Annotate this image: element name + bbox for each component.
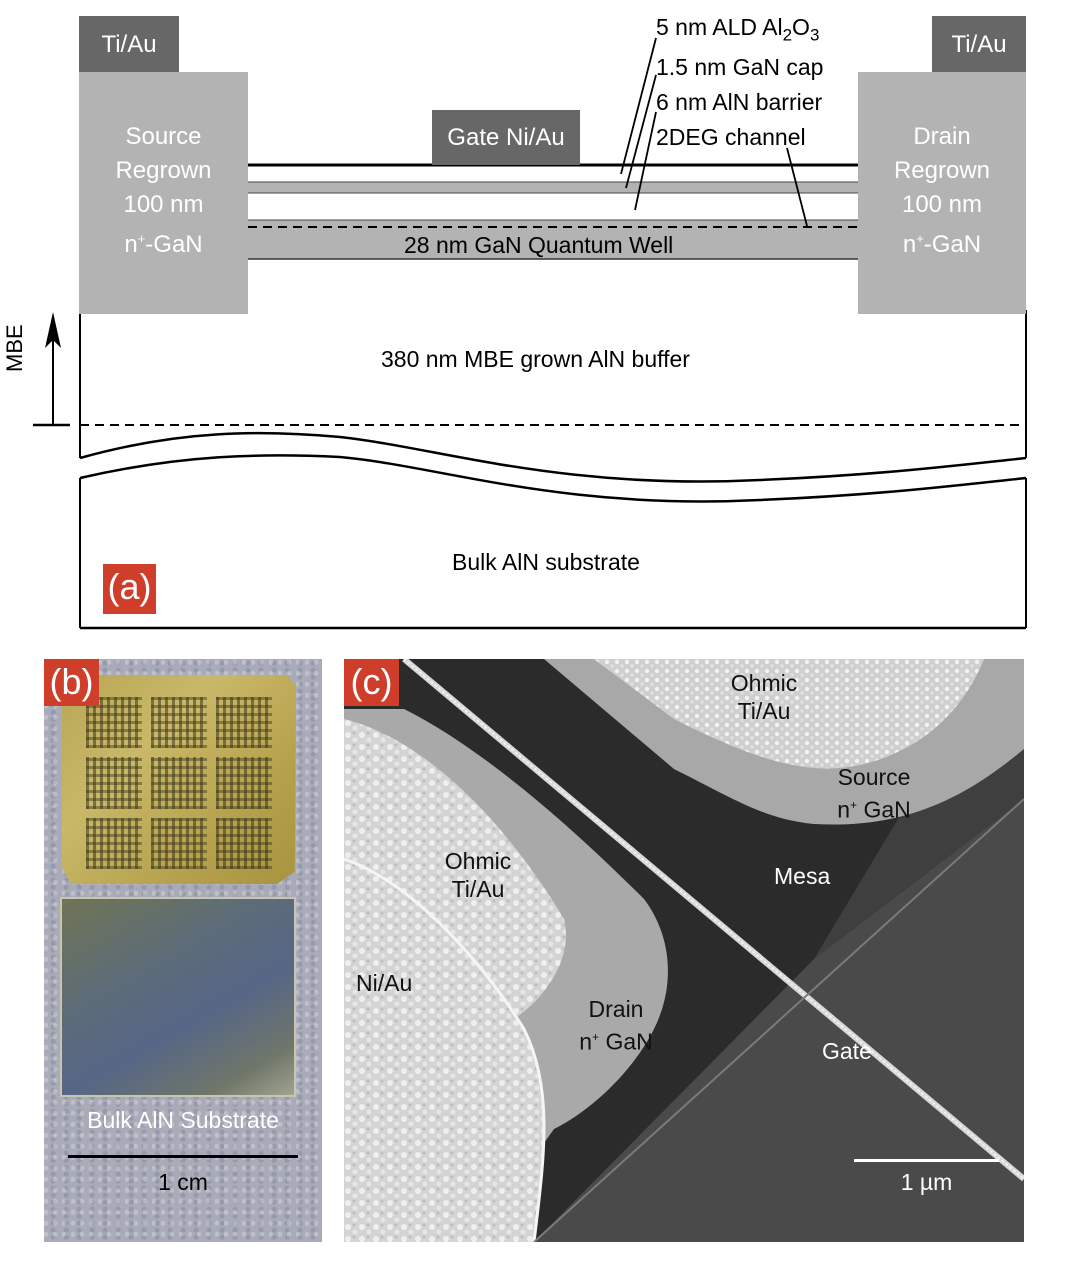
annotation-2deg-channel: 2DEG channel <box>656 124 806 150</box>
sem-image <box>344 659 1024 1242</box>
drain-contact-ti-au: Ti/Au <box>932 16 1026 73</box>
bulk-substrate-label: Bulk AlN Substrate <box>87 1107 279 1133</box>
panel-b-badge: (b) <box>44 659 99 706</box>
drain-n-gan-label: Drain n+ GaN <box>579 996 653 1055</box>
annotation-aln-barrier: 6 nm AlN barrier <box>656 89 823 115</box>
scale-bar <box>854 1159 999 1162</box>
annotation-al2o3: 5 nm ALD Al2O3 <box>656 14 820 45</box>
source-contact-ti-au: Ti/Au <box>79 16 179 73</box>
ohmic-left-label: Ohmic Ti/Au <box>444 848 512 902</box>
source-n-gan-label: Source n+ GaN <box>837 764 911 823</box>
source-doping-label: n+-GaN <box>124 231 203 258</box>
gate-label: Gate <box>822 1038 872 1064</box>
mesa-label: Mesa <box>774 863 831 889</box>
drain-regrown-region: Drain Regrown 100 nm n+-GaN <box>858 72 1026 314</box>
ohmic-top-label: Ohmic Ti/Au <box>730 670 798 724</box>
annotation-gan-cap: 1.5 nm GaN cap <box>656 54 824 80</box>
panel-c-sem: Ohmic Ti/Au Source n+ GaN Mesa Ohmic Ti/… <box>344 659 1024 1242</box>
quantum-well-label: 28 nm GaN Quantum Well <box>404 232 674 258</box>
panel-c-badge: (c) <box>344 659 399 706</box>
panel-a-badge: (a) <box>103 564 156 614</box>
substrate-label: Bulk AlN substrate <box>452 549 640 575</box>
buffer-label: 380 nm MBE grown AlN buffer <box>381 346 690 372</box>
panel-a-lines <box>33 37 1027 630</box>
panel-b-photo: Bulk AlN Substrate 1 cm (b) <box>44 659 322 1242</box>
gate-ni-au: Gate Ni/Au <box>432 110 580 165</box>
bulk-aln-substrate-chip <box>60 897 296 1097</box>
device-array <box>86 697 272 869</box>
scale-bar-label: 1 cm <box>158 1169 208 1195</box>
mbe-growth-label: MBE <box>2 324 27 372</box>
scale-bar <box>68 1155 298 1158</box>
drain-doping-label: n+-GaN <box>902 231 982 258</box>
scale-bar-label: 1 µm <box>900 1169 953 1195</box>
source-regrown-region: Source Regrown 100 nm n+-GaN <box>79 72 248 314</box>
ni-au-label: Ni/Au <box>356 970 413 996</box>
processed-chip <box>62 675 296 884</box>
